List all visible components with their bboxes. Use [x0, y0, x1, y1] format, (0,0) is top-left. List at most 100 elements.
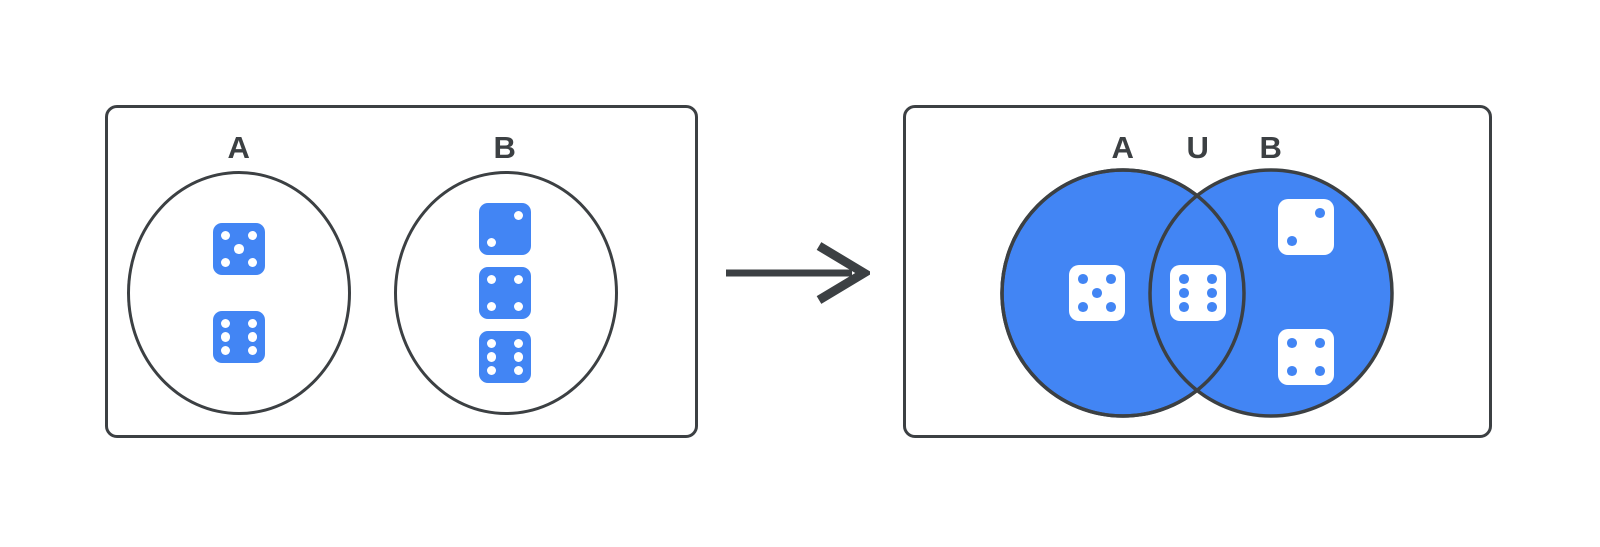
set-a-label: A: [227, 130, 251, 165]
set-b-dice: [479, 203, 531, 383]
die-4: [1278, 329, 1334, 385]
die-pip: [513, 339, 523, 349]
die-5: [1069, 265, 1125, 321]
die-pip-empty: [1301, 222, 1311, 232]
die-pip-empty: [1315, 352, 1325, 362]
die-pip: [1106, 302, 1116, 312]
die-6: [479, 331, 531, 383]
union-operator-label: U: [1186, 130, 1210, 165]
die-pip-empty: [500, 352, 509, 361]
die-pip: [513, 301, 523, 311]
die-pip: [1078, 274, 1088, 284]
die-pip: [1179, 302, 1189, 312]
venn-label-b: B: [1259, 130, 1283, 165]
die-pip-empty: [500, 238, 509, 247]
die-pip-empty: [514, 238, 523, 247]
die-pip: [221, 319, 231, 329]
die-pip: [221, 332, 231, 342]
venn-label-a: A: [1111, 130, 1135, 165]
die-pip: [247, 257, 257, 267]
die-pip-empty: [1193, 302, 1203, 312]
die-pip: [221, 345, 231, 355]
die-pip: [487, 365, 497, 375]
die-pip-empty: [1193, 274, 1203, 284]
die-pip: [1106, 274, 1116, 284]
die-pip: [1207, 288, 1217, 298]
die-pip-empty: [248, 244, 257, 253]
die-pip-empty: [1092, 274, 1102, 284]
die-pip: [487, 339, 497, 349]
die-2: [1278, 199, 1334, 255]
set-a-dice: [213, 223, 265, 363]
die-pip-empty: [500, 211, 509, 220]
die-pip: [1315, 208, 1325, 218]
die-pip: [513, 352, 523, 362]
die-pip: [487, 275, 497, 285]
venn-region-b-only: [1278, 199, 1334, 385]
die-pip-empty: [500, 302, 509, 311]
die-pip: [221, 257, 231, 267]
die-pip-empty: [1287, 208, 1297, 218]
right-arrow-icon: [726, 242, 870, 304]
die-pip-empty: [514, 288, 523, 297]
die-pip: [1287, 338, 1297, 348]
die-pip-empty: [500, 224, 509, 233]
die-6: [213, 311, 265, 363]
die-pip-empty: [1301, 208, 1311, 218]
die-pip-empty: [234, 258, 243, 267]
die-pip: [221, 231, 231, 241]
die-pip-empty: [1287, 352, 1297, 362]
die-pip-empty: [1301, 338, 1311, 348]
die-pip-empty: [1301, 236, 1311, 246]
die-pip: [487, 352, 497, 362]
die-pip: [1179, 274, 1189, 284]
die-pip-empty: [234, 332, 243, 341]
die-pip: [1207, 274, 1217, 284]
venn-circle-a-outline: [1000, 168, 1246, 418]
sets-panel: A B: [105, 105, 698, 438]
die-pip: [1287, 366, 1297, 376]
die-pip-empty: [487, 224, 496, 233]
die-pip-empty: [1315, 222, 1325, 232]
die-pip-empty: [1301, 352, 1311, 362]
die-pip-empty: [1193, 288, 1203, 298]
die-pip-empty: [500, 339, 509, 348]
die-pip-empty: [234, 231, 243, 240]
set-b-label: B: [493, 130, 517, 165]
venn-region-a-only: [1069, 265, 1125, 321]
die-pip-empty: [1106, 288, 1116, 298]
die-pip: [1315, 366, 1325, 376]
die-pip: [1078, 302, 1088, 312]
die-pip-empty: [1301, 366, 1311, 376]
die-pip: [1207, 302, 1217, 312]
die-6: [1170, 265, 1226, 321]
die-pip-empty: [487, 288, 496, 297]
die-pip-empty: [1078, 288, 1088, 298]
set-b-circle: [394, 171, 618, 415]
die-pip: [487, 237, 497, 247]
die-pip: [247, 319, 257, 329]
die-pip: [1315, 338, 1325, 348]
die-5: [213, 223, 265, 275]
die-pip: [513, 365, 523, 375]
die-pip-empty: [500, 366, 509, 375]
die-pip: [487, 301, 497, 311]
die-pip-empty: [1287, 222, 1297, 232]
die-pip-empty: [514, 224, 523, 233]
venn-region-intersection: [1170, 265, 1226, 321]
venn-panel: A U B: [903, 105, 1492, 438]
die-2: [479, 203, 531, 255]
die-pip: [1287, 236, 1297, 246]
die-pip: [247, 231, 257, 241]
die-pip-empty: [1092, 302, 1102, 312]
die-pip: [247, 345, 257, 355]
die-pip-empty: [487, 211, 496, 220]
die-pip: [513, 275, 523, 285]
die-pip: [247, 332, 257, 342]
die-4: [479, 267, 531, 319]
die-pip-empty: [500, 275, 509, 284]
die-pip-empty: [500, 288, 509, 297]
die-pip-empty: [1315, 236, 1325, 246]
die-pip-empty: [234, 346, 243, 355]
